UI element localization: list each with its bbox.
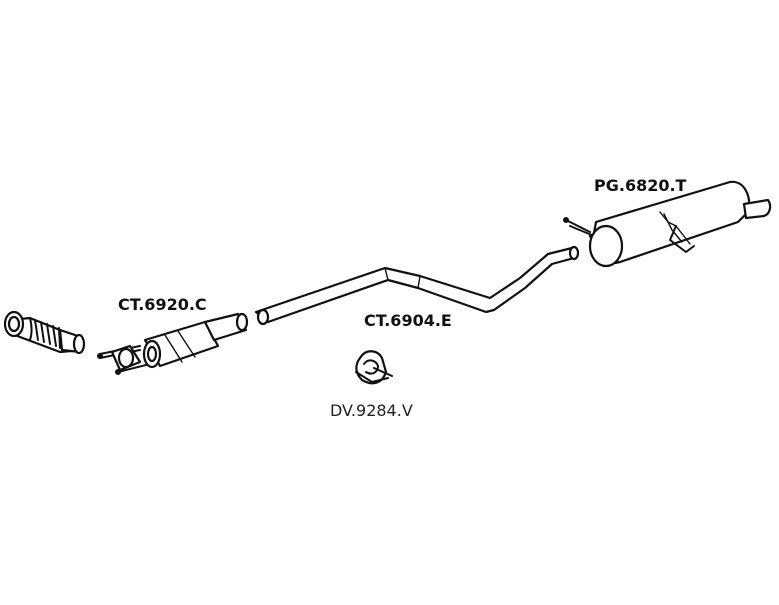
rear-silencer[interactable] (563, 180, 772, 268)
part-label-front-pipe: CT.6920.C (118, 295, 207, 314)
catalytic-converter[interactable] (97, 312, 249, 375)
part-label-rear-silencer: PG.6820.T (594, 176, 687, 195)
part-label-clamp: DV.9284.V (330, 401, 413, 420)
part-label-middle-pipe: CT.6904.E (364, 311, 452, 330)
middle-pipe[interactable] (254, 245, 580, 326)
front-flex-pipe[interactable] (3, 310, 86, 355)
clamp[interactable] (355, 350, 393, 385)
